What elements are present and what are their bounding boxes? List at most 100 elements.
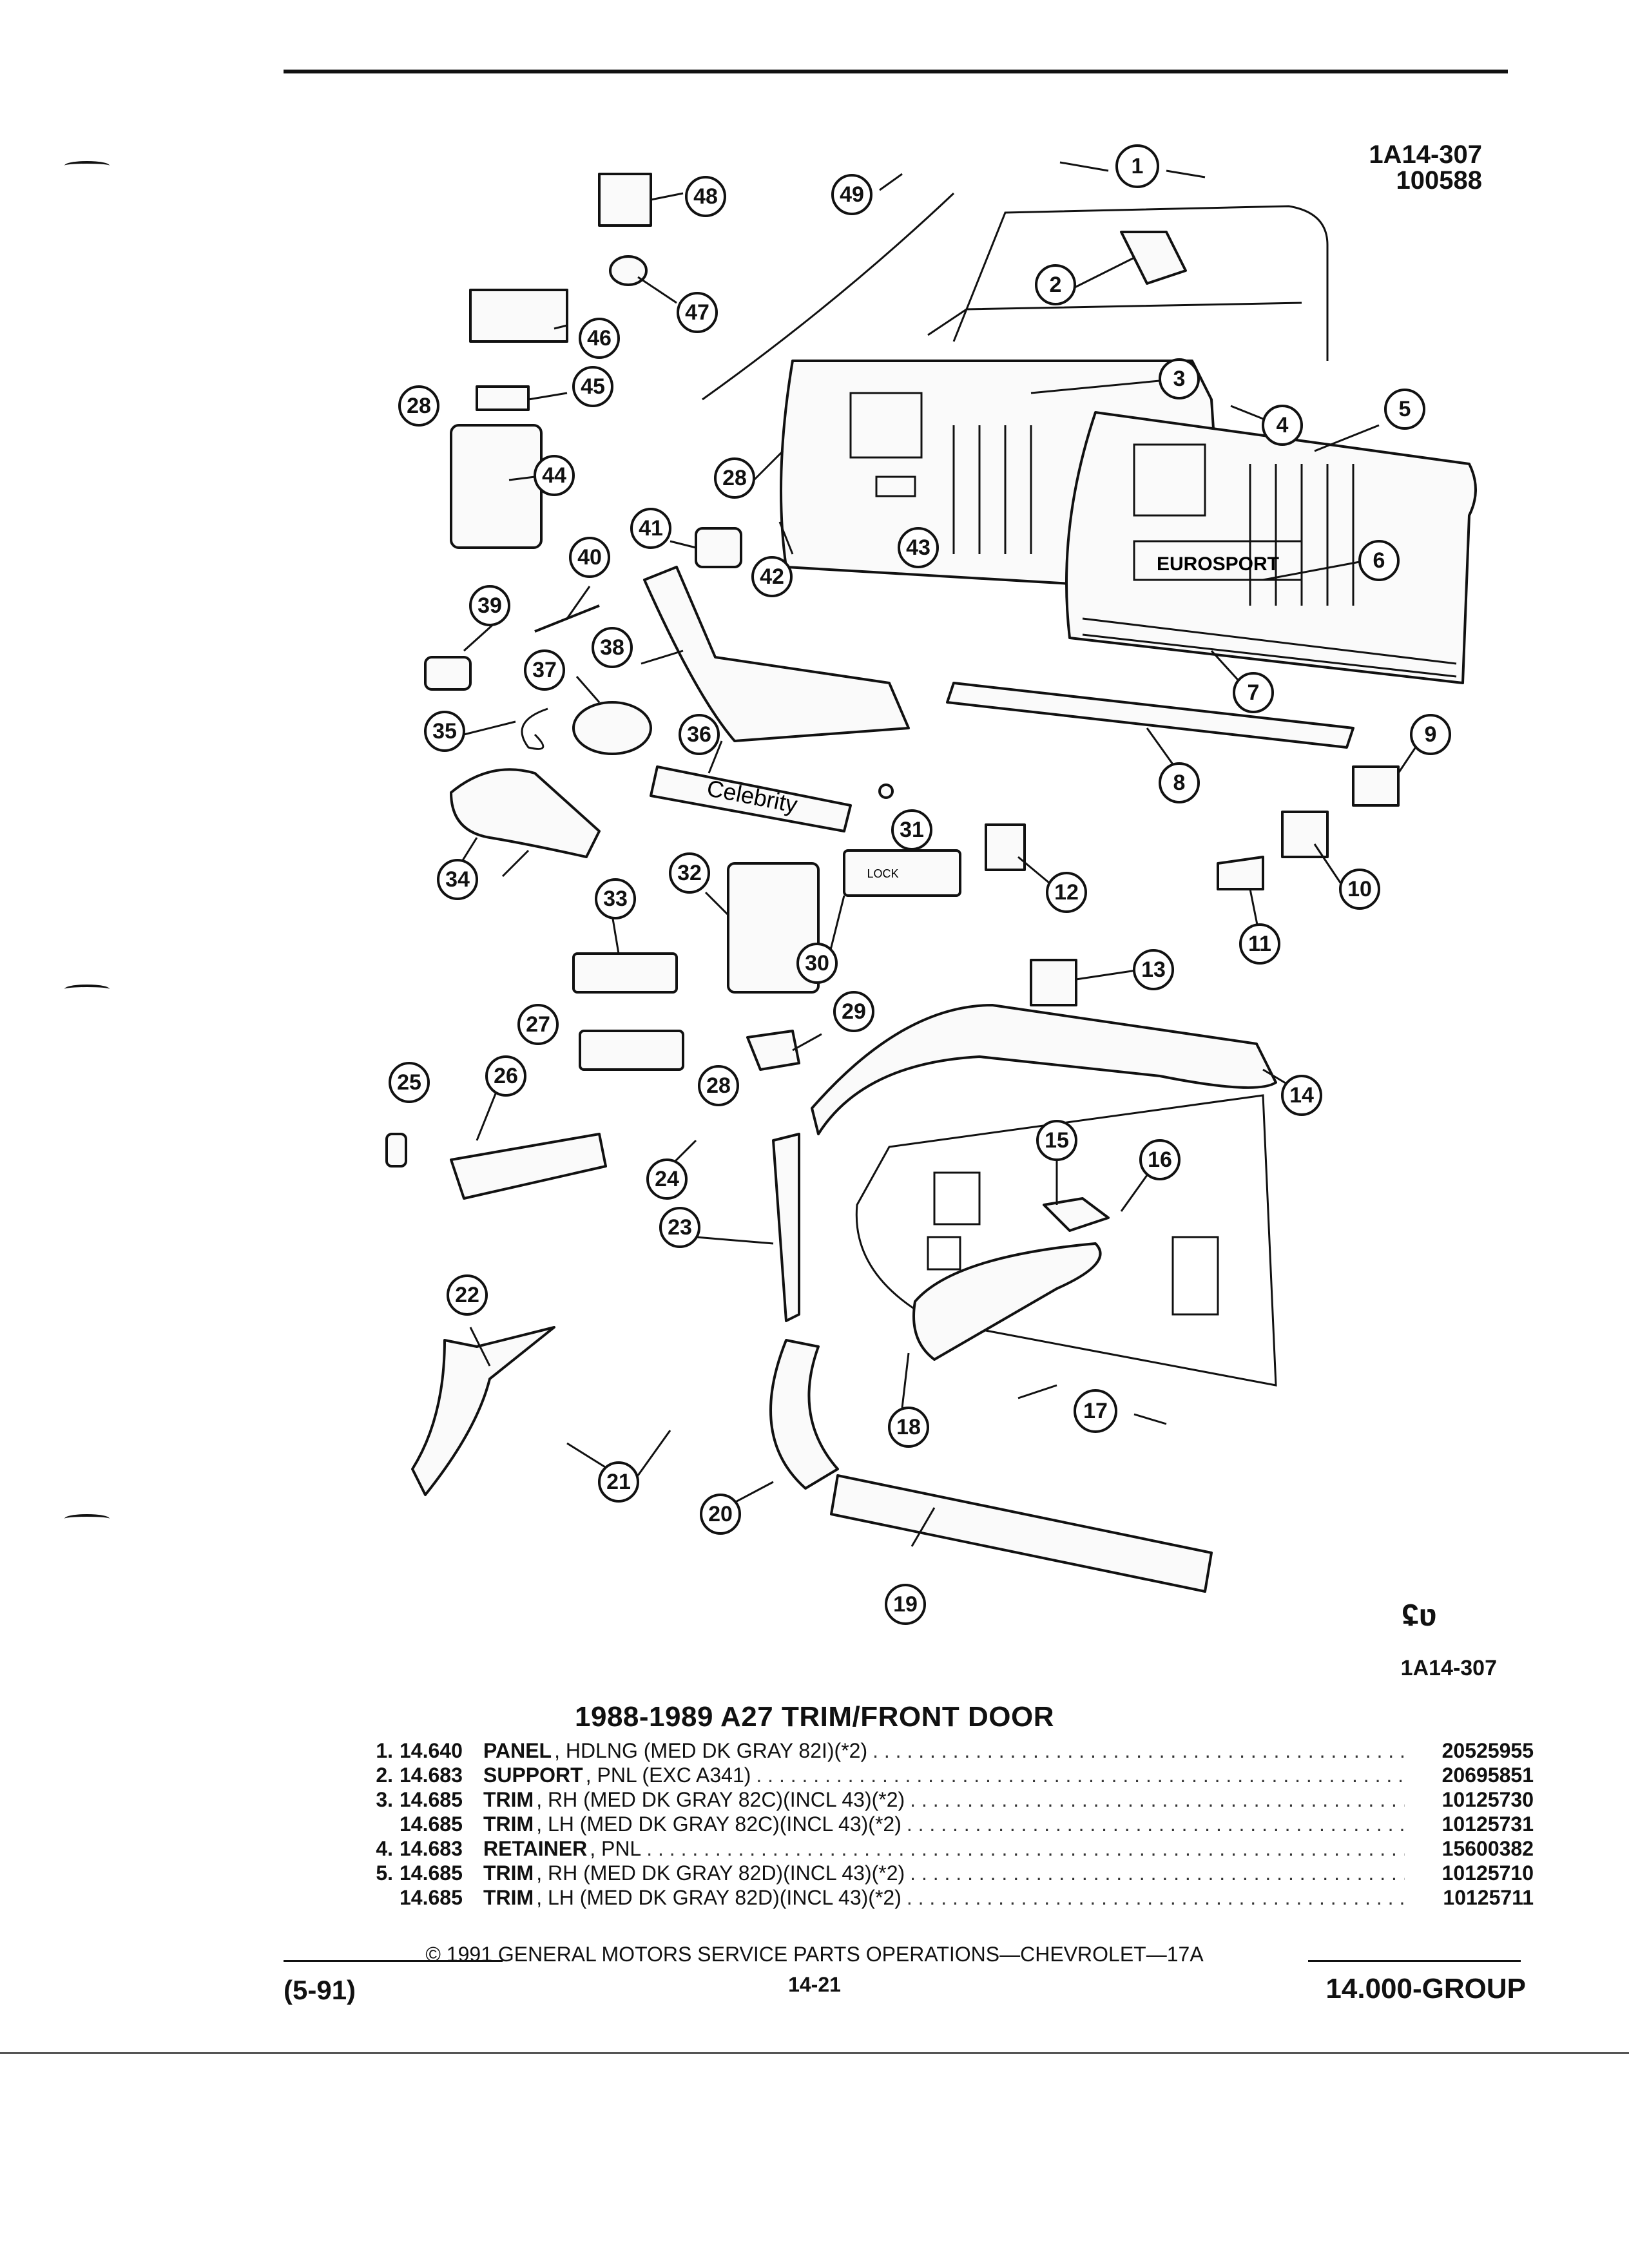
callout-4: 4 [1262,405,1303,446]
callout-42: 42 [751,556,793,597]
svg-text:23: 23 [668,1215,692,1240]
callout-10: 10 [1339,869,1380,910]
door-inner-panel [811,1004,1277,1387]
bottom-edge-rule [0,2052,1629,2054]
callout-47: 47 [677,292,718,333]
callout-29: 29 [833,991,874,1032]
callout-21: 21 [598,1461,639,1503]
svg-text:28: 28 [407,394,431,418]
callout-7: 7 [1233,672,1274,713]
figure-ref-date: 100588 [1396,166,1482,195]
svg-text:47: 47 [685,300,709,325]
svg-text:31: 31 [900,818,924,842]
callout-35: 35 [424,711,465,752]
callout-46: 46 [579,318,620,359]
bezel-48 [598,173,652,227]
svg-text:9: 9 [1425,722,1437,747]
callout-14: 14 [1281,1075,1322,1116]
svg-text:22: 22 [455,1283,479,1307]
svg-text:3: 3 [1173,367,1186,391]
bezel-32 [727,862,820,994]
scan-mark [64,985,110,994]
callout-20: 20 [700,1494,741,1535]
svg-text:24: 24 [655,1167,679,1191]
celebrity-emblem [650,765,852,832]
callout-38: 38 [592,627,633,668]
figure-caption: 1988-1989 A27 TRIM/FRONT DOOR [575,1701,1054,1733]
clip-35 [521,707,548,750]
kick-panel-22 [411,1326,555,1496]
footer-rule-right [1308,1960,1521,1962]
kick-panel-20 [769,1339,839,1490]
callout-27: 27 [517,1004,559,1045]
svg-text:41: 41 [639,516,663,541]
footer-group: 14.000-GROUP [1325,1973,1526,2004]
svg-text:49: 49 [840,182,864,207]
svg-text:10: 10 [1347,877,1372,901]
callout-3: 3 [1159,358,1200,399]
callout-33: 33 [595,878,636,919]
callout-9: 9 [1410,714,1451,755]
bracket-11 [1217,856,1264,890]
callout-36: 36 [679,714,720,755]
callout-37: 37 [524,649,565,691]
callout-12: 12 [1046,872,1087,913]
svg-text:36: 36 [687,722,711,747]
crank-handle-34 [450,768,601,858]
handle-45 [476,385,530,411]
callout-30: 30 [796,943,838,984]
svg-text:34: 34 [445,867,470,892]
svg-text:16: 16 [1148,1148,1172,1172]
svg-text:13: 13 [1141,957,1166,982]
callout-11: 11 [1239,923,1280,965]
figure-ref-bottom: 1A14-307 [1400,1656,1497,1680]
callout-23: 23 [659,1207,700,1248]
callout-41: 41 [630,508,671,549]
callout-8: 8 [1159,762,1200,803]
callout-25: 25 [389,1062,430,1103]
svg-text:42: 42 [760,564,784,589]
svg-text:48: 48 [693,184,718,209]
svg-text:37: 37 [532,658,557,682]
callout-44: 44 [534,455,575,496]
callouts: 1 2 3 4 5 6 7 8 9 10 11 12 13 14 15 16 1… [389,144,1451,1625]
svg-text:40: 40 [577,545,602,570]
svg-text:44: 44 [542,463,566,488]
svg-text:32: 32 [677,861,702,885]
callout-13: 13 [1133,949,1174,990]
callout-43: 43 [898,527,939,568]
svg-text:46: 46 [587,326,612,351]
screw-31 [878,783,894,799]
callout-31: 31 [891,809,932,850]
clip-13 [1030,959,1077,1006]
footer-date: (5-91) [284,1975,356,2005]
callout-17: 17 [1074,1389,1117,1433]
svg-text:1: 1 [1132,154,1144,178]
scan-mark [64,1514,110,1523]
svg-text:14: 14 [1289,1083,1314,1108]
callout-28-b: 28 [714,457,755,499]
svg-text:21: 21 [606,1470,631,1494]
svg-text:29: 29 [842,999,866,1024]
lamp-29 [746,1030,800,1071]
trim-panel-front [1065,411,1477,684]
callout-22: 22 [447,1274,488,1316]
switch-bezel-30 [843,849,961,897]
callout-45: 45 [572,366,613,407]
svg-text:17: 17 [1083,1399,1108,1423]
callout-49: 49 [831,174,872,215]
bezel-41 [695,527,742,568]
pillar-trim [772,1133,800,1322]
switch-27 [579,1030,684,1071]
svg-text:38: 38 [600,635,624,660]
callout-6: 6 [1358,540,1400,581]
page-number: 14-21 [788,1973,841,1996]
callout-32: 32 [669,852,710,894]
svg-text:4: 4 [1277,413,1289,437]
knob-47 [609,255,648,286]
svg-text:25: 25 [397,1070,421,1095]
